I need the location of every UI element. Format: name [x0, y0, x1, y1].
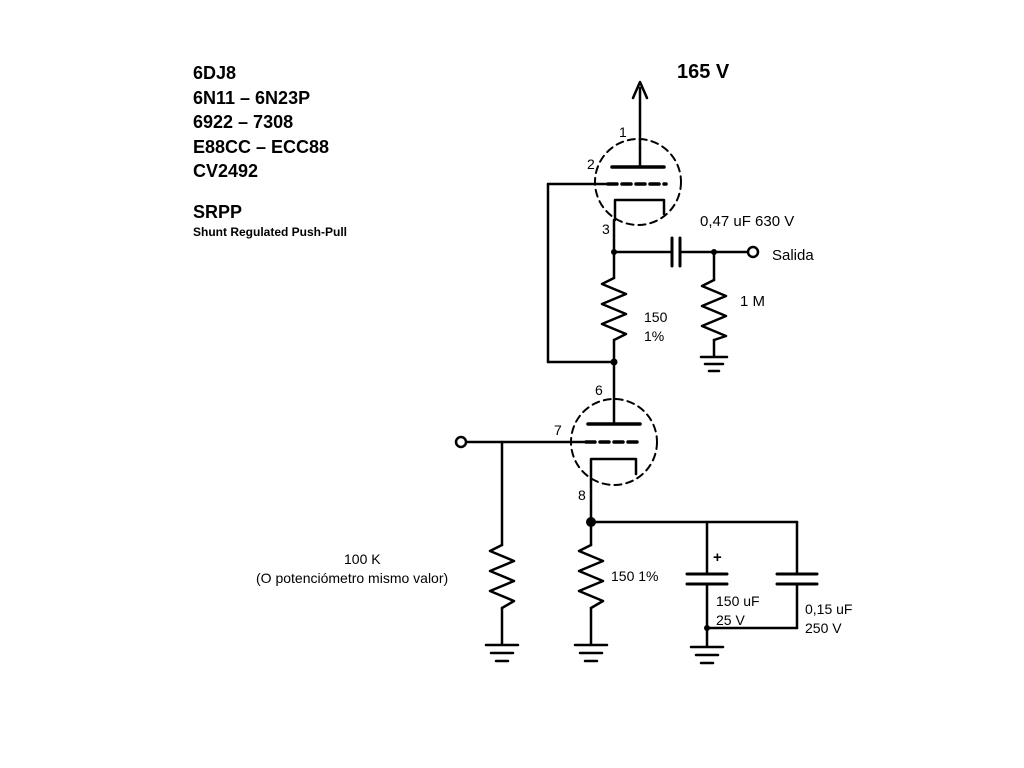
- supply-voltage: 165 V: [677, 61, 730, 83]
- input-terminal: [454, 435, 468, 449]
- supply-arrow: [631, 80, 649, 150]
- upper-tube: [594, 138, 682, 226]
- pin-label-2: 2: [587, 156, 595, 172]
- bypass-cap-label: 0,15 uF 250 V: [805, 601, 853, 636]
- electrolytic-cap-label: 150 uF 25 V: [716, 593, 760, 628]
- junction-dots: [586, 249, 717, 631]
- ground-output-icon: [699, 355, 729, 373]
- output-terminal: [746, 245, 760, 259]
- pin-label-1: 1: [619, 124, 627, 140]
- ground-cathode-icon: [573, 643, 609, 663]
- tube-model-list: 6DJ8 6N11 – 6N23P 6922 – 7308 E88CC – EC…: [193, 61, 329, 184]
- tube-model: 6N11 – 6N23P: [193, 87, 311, 108]
- ground-grid-icon: [484, 643, 520, 663]
- pin-label-6: 6: [595, 382, 603, 398]
- coupling-cap-label: 0,47 uF 630 V: [700, 213, 795, 230]
- tube-model: E88CC – ECC88: [193, 136, 330, 157]
- grid-resistor: [488, 543, 516, 610]
- tube-model: 6DJ8: [193, 63, 237, 83]
- polarity-mark: +: [713, 549, 722, 566]
- tube-model: CV2492: [193, 161, 259, 181]
- electrolytic-capacitor: [685, 572, 729, 586]
- circuit-full-name: Shunt Regulated Push-Pull: [193, 225, 348, 239]
- grid-resistor-value: 100 K: [344, 551, 381, 567]
- cathode-resistor: [577, 543, 605, 610]
- output-resistor: [700, 278, 728, 342]
- middle-resistor-value: 150: [644, 309, 668, 325]
- output-label: Salida: [772, 247, 814, 264]
- tube-model: 6922 – 7308: [193, 112, 294, 132]
- pin-label-3: 3: [602, 221, 610, 237]
- pin-label-7: 7: [554, 422, 562, 438]
- circuit-name: SRPP: [193, 202, 243, 222]
- output-resistor-label: 1 M: [740, 293, 766, 310]
- bypass-capacitor: [775, 572, 819, 586]
- coupling-capacitor: [670, 236, 682, 268]
- grid-resistor-note: (O potenciómetro mismo valor): [256, 570, 449, 586]
- pin-label-8: 8: [578, 487, 586, 503]
- cathode-resistor-label: 150 1%: [611, 568, 659, 584]
- middle-resistor: [600, 276, 628, 342]
- ground-capacitor-icon: [689, 645, 725, 665]
- middle-resistor-tolerance: 1%: [644, 328, 665, 344]
